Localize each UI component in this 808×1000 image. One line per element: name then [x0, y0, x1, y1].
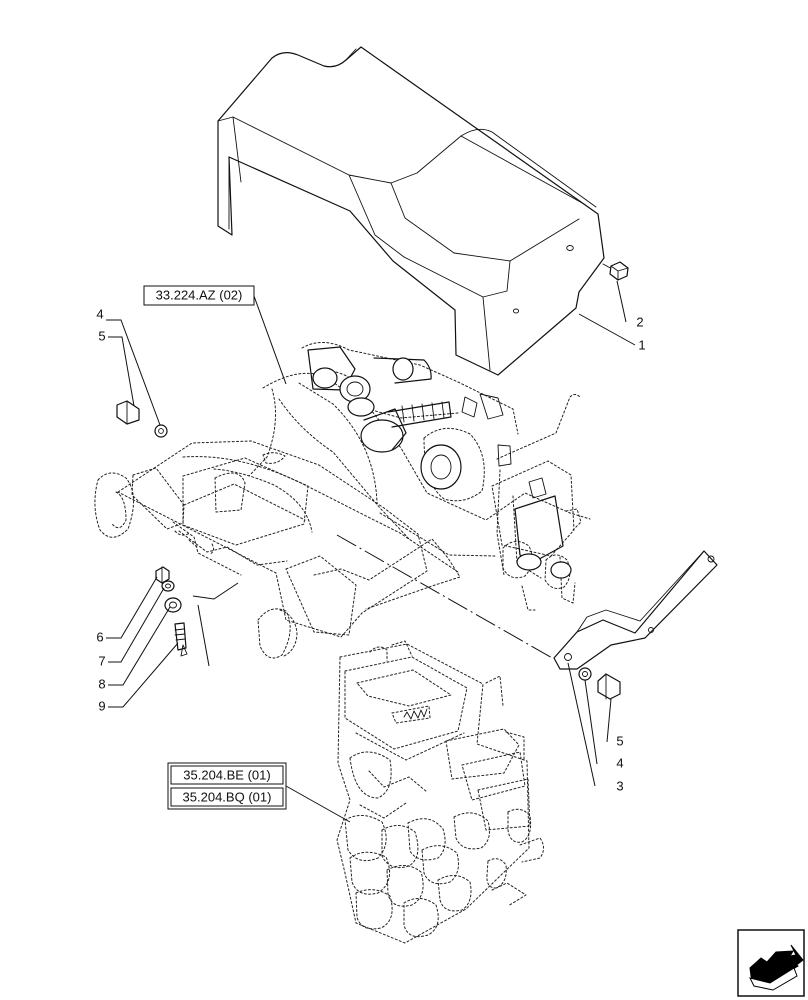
left-top-fitting-group[interactable]: [106, 319, 168, 438]
callout-1-leader: [578, 313, 636, 346]
reference-label-33-224-az-02: 33.224.AZ (02): [156, 287, 243, 302]
hydraulic-harness-ghosted: [182, 342, 591, 611]
callout-2: 2: [636, 314, 643, 329]
callout-3: 3: [616, 778, 623, 793]
callout-4-right: 4: [616, 755, 623, 770]
callout-2-leader: [616, 280, 627, 323]
tractor-frame-ghosted: [94, 440, 461, 659]
right-bolt-group[interactable]: [567, 662, 621, 787]
callout-7: 7: [98, 653, 105, 668]
bracket-part-3[interactable]: [553, 550, 718, 670]
reference-label-35-204-bq-01: 35.204.BQ (01): [183, 789, 272, 804]
callout-9: 9: [98, 698, 105, 713]
callout-1: 1: [638, 337, 645, 352]
callout-4-top: 4: [96, 306, 103, 321]
cover-part-1[interactable]: [217, 46, 605, 376]
callout-8: 8: [98, 676, 105, 691]
forward-arrow-icon[interactable]: [737, 929, 805, 997]
reference-label-35-204-be-01: 35.204.BE (01): [183, 767, 270, 782]
callout-5-right: 5: [616, 733, 623, 748]
harness-connectors: [307, 346, 572, 579]
reference-box-lower[interactable]: 35.204.BE (01) 35.204.BQ (01): [167, 762, 351, 823]
placement-line: [336, 534, 555, 660]
bolt-part-2[interactable]: [602, 261, 629, 281]
left-lower-fitting-group[interactable]: [106, 566, 239, 708]
valve-block-assembly: [336, 640, 544, 944]
callout-6: 6: [96, 629, 103, 644]
reference-box-top[interactable]: 33.224.AZ (02): [143, 285, 287, 385]
callout-5-top: 5: [98, 328, 105, 343]
